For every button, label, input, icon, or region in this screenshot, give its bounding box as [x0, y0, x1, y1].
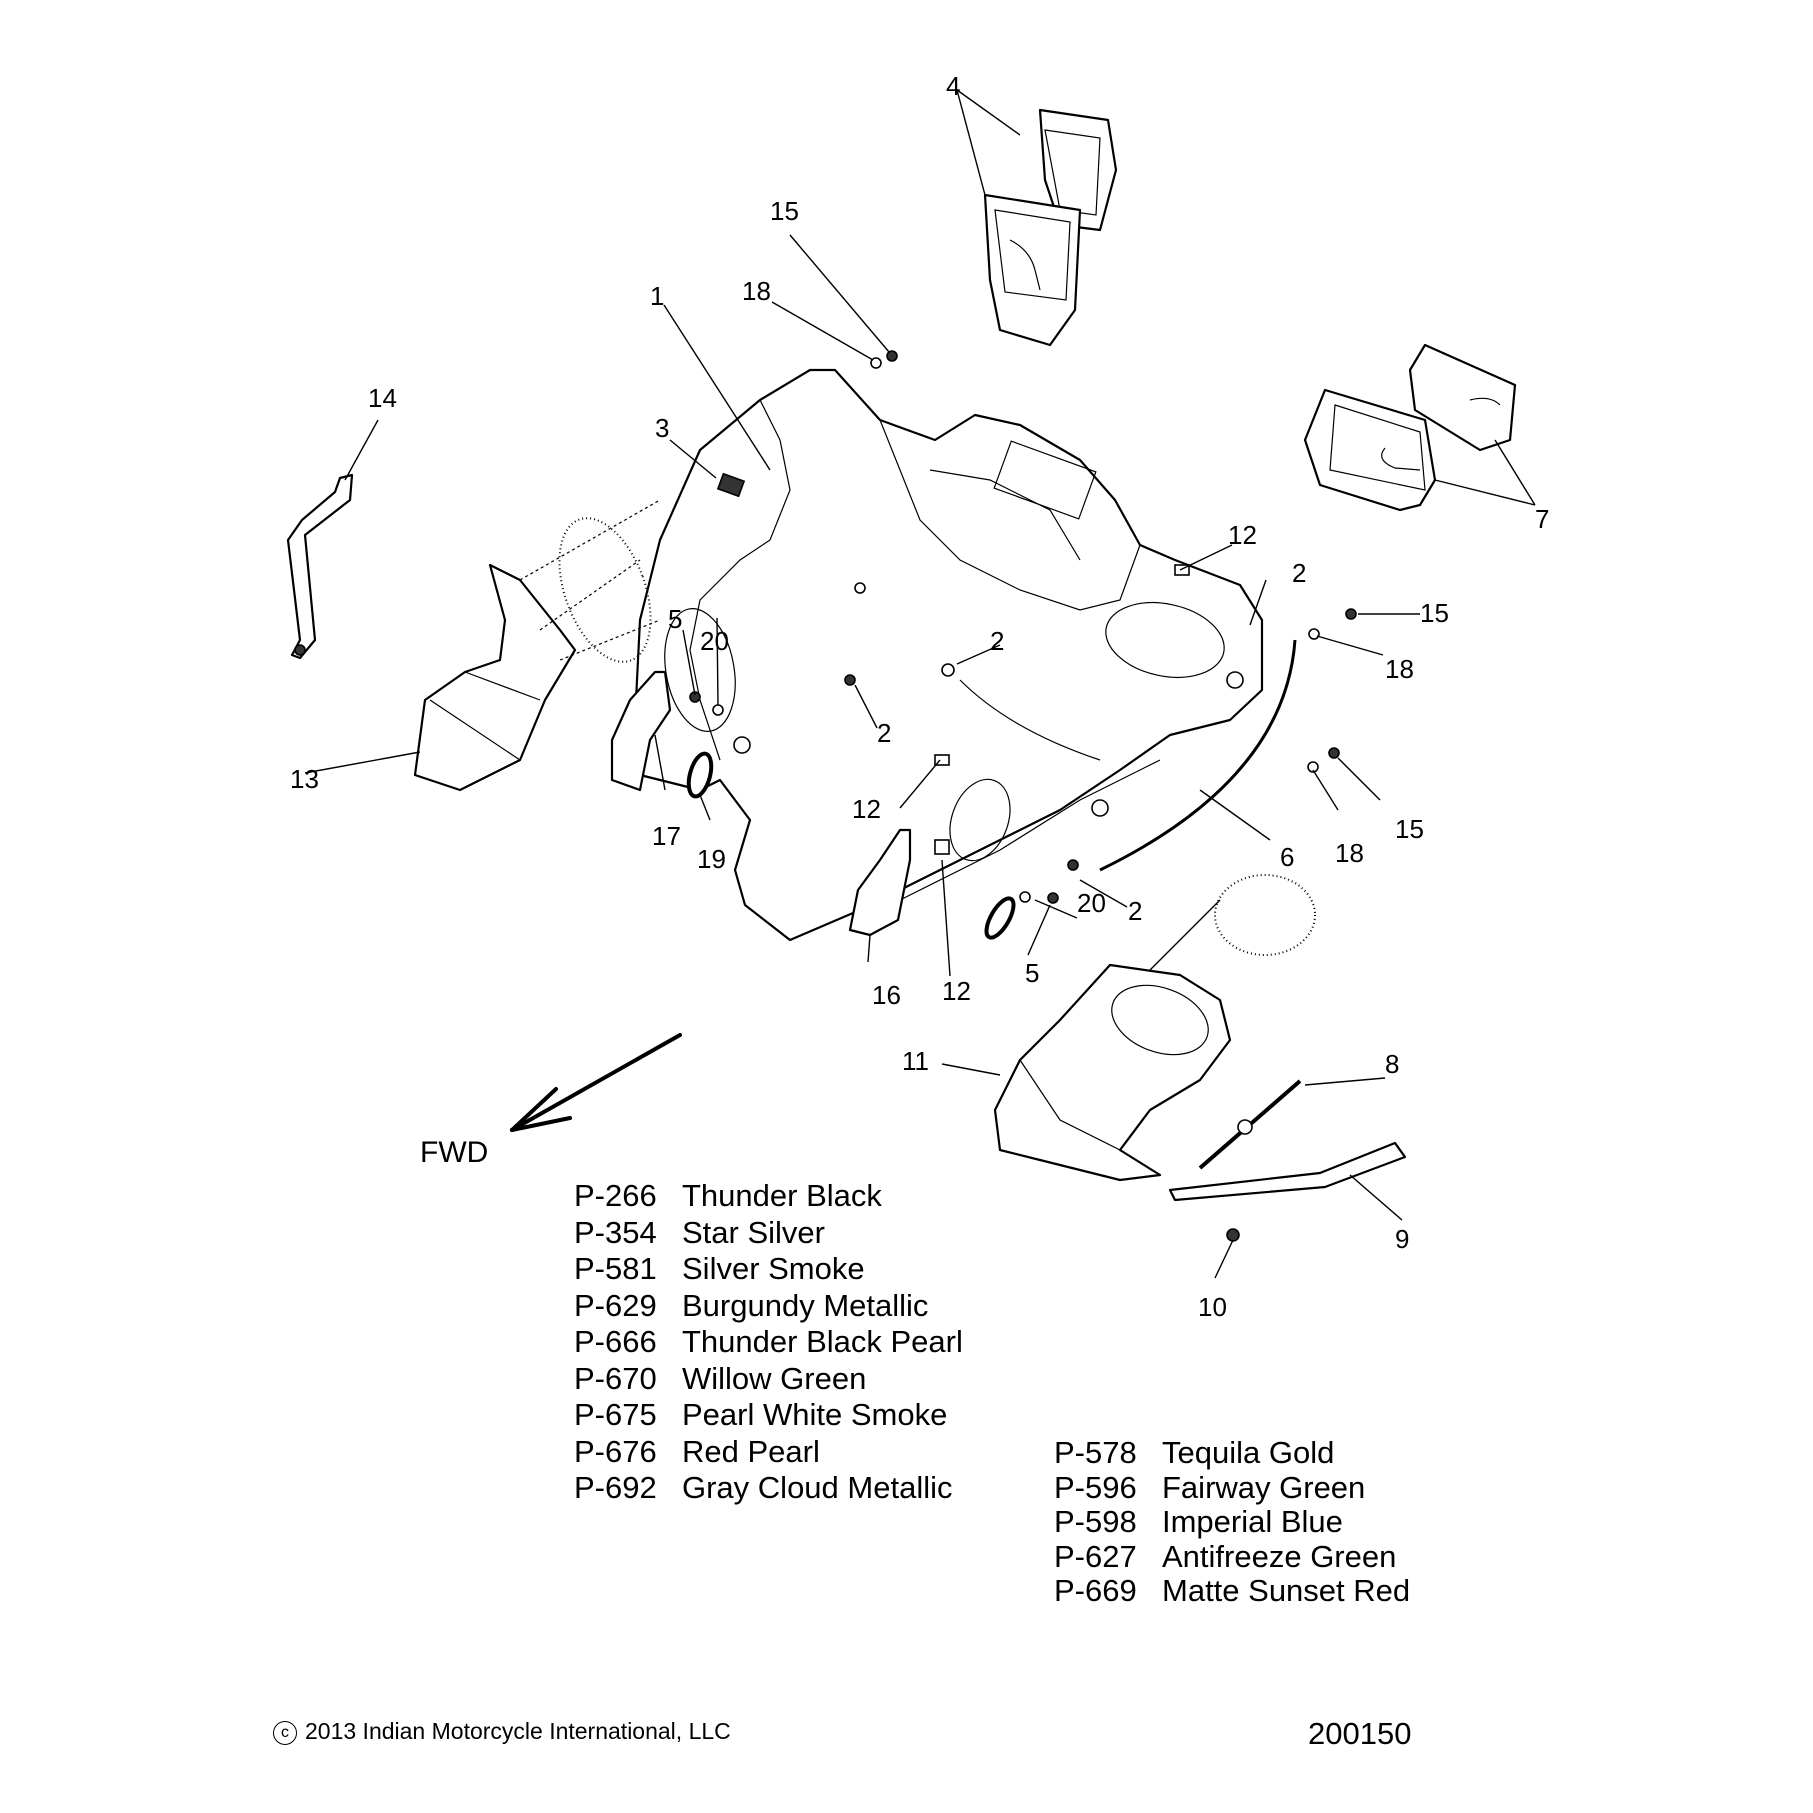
paint-code-row: P-676 Red Pearl — [574, 1434, 963, 1471]
callout-labels: 1 2 2 2 2 3 4 5 5 6 7 8 9 10 11 12 12 12… — [290, 71, 1549, 1322]
paint-name: Fairway Green — [1162, 1469, 1366, 1505]
paint-code: P-629 — [574, 1287, 657, 1323]
paint-code: P-627 — [1054, 1538, 1137, 1574]
callout-7: 7 — [1535, 504, 1549, 534]
paint-code: P-578 — [1054, 1435, 1137, 1470]
paint-name: Tequila Gold — [1162, 1435, 1335, 1470]
copyright-text: 2013 Indian Motorcycle International, LL… — [305, 1718, 731, 1744]
paint-code: P-266 — [574, 1178, 657, 1213]
callout-3: 3 — [655, 413, 669, 443]
callout-2: 2 — [1128, 896, 1142, 926]
callout-18: 18 — [1335, 838, 1364, 868]
callout-1: 1 — [650, 281, 664, 311]
paint-name: Thunder Black Pearl — [682, 1324, 963, 1359]
paint-code: P-676 — [574, 1433, 657, 1469]
callout-20: 20 — [700, 626, 729, 656]
part-19-grommet[interactable] — [685, 751, 716, 799]
callout-15: 15 — [1420, 598, 1449, 628]
callout-18: 18 — [1385, 654, 1414, 684]
callout-16: 16 — [872, 980, 901, 1010]
callout-15: 15 — [1395, 814, 1424, 844]
part-9-brace[interactable] — [1168, 1141, 1407, 1202]
paint-code-list-a: P-266 Thunder Black P-354 Star Silver P-58… — [574, 1178, 963, 1507]
callout-20: 20 — [1077, 888, 1106, 918]
paint-name: Thunder Black — [682, 1178, 882, 1213]
callout-2: 2 — [1292, 558, 1306, 588]
part-17-bezel[interactable] — [610, 670, 672, 792]
paint-name: Burgundy Metallic — [682, 1287, 929, 1323]
paint-code-row: P-675 Pearl White Smoke — [574, 1397, 963, 1434]
callout-10: 10 — [1198, 1292, 1227, 1322]
paint-code: P-354 — [574, 1214, 657, 1250]
callout-5: 5 — [668, 604, 682, 634]
paint-code: P-581 — [574, 1251, 657, 1286]
paint-code: P-670 — [574, 1360, 657, 1396]
callout-11: 11 — [902, 1046, 929, 1076]
paint-code-list-b: P-578 Tequila Gold P-596 Fairway Green P-5… — [1054, 1435, 1411, 1609]
callout-19: 19 — [697, 844, 726, 874]
part-4-cover-pair[interactable] — [983, 108, 1118, 347]
callout-5: 5 — [1025, 958, 1039, 988]
callout-12: 12 — [942, 976, 971, 1006]
copyright-icon: c — [273, 1721, 297, 1745]
callout-14: 14 — [368, 383, 397, 413]
callout-18: 18 — [742, 276, 771, 306]
paint-name: Willow Green — [682, 1360, 867, 1396]
callout-2: 2 — [990, 626, 1004, 656]
part-7-cover-pair[interactable] — [1303, 343, 1517, 512]
paint-code-row: P-692 Gray Cloud Metallic — [574, 1470, 963, 1507]
paint-code-row: P-666 Thunder Black Pearl — [574, 1324, 963, 1361]
paint-code-row: P-598 Imperial Blue — [1054, 1504, 1410, 1540]
callout-8: 8 — [1385, 1049, 1399, 1079]
paint-name: Red Pearl — [682, 1433, 820, 1469]
paint-code-row: P-627 Antifreeze Green — [1054, 1538, 1410, 1575]
paint-code-row: P-669 Matte Sunset Red — [1054, 1573, 1411, 1609]
paint-code-row: P-596 Fairway Green — [1054, 1469, 1410, 1506]
paint-code-row: P-670 Willow Green — [574, 1361, 963, 1398]
paint-code: P-666 — [574, 1324, 657, 1359]
paint-code: P-598 — [1054, 1504, 1137, 1539]
paint-name: Imperial Blue — [1162, 1504, 1343, 1539]
callout-4: 4 — [946, 71, 960, 101]
forward-arrow-icon — [510, 1033, 682, 1132]
copyright-notice: c 2013 Indian Motorcycle International, L… — [273, 1718, 731, 1745]
forward-direction-label: FWD — [420, 1136, 489, 1169]
callout-2: 2 — [877, 718, 891, 748]
paint-code-row: P-581 Silver Smoke — [574, 1251, 963, 1288]
callout-12: 12 — [852, 794, 881, 824]
callout-12: 12 — [1228, 520, 1257, 550]
paint-code-row: P-266 Thunder Black — [574, 1178, 963, 1215]
paint-name: Gray Cloud Metallic — [682, 1470, 953, 1505]
paint-name: Star Silver — [682, 1214, 825, 1250]
figure-number: 200150 — [1308, 1716, 1412, 1751]
paint-code-row: P-578 Tequila Gold — [1054, 1435, 1410, 1471]
paint-code-row: P-354 Star Silver — [574, 1215, 963, 1252]
paint-code: P-692 — [574, 1470, 657, 1505]
paint-code: P-675 — [574, 1397, 657, 1432]
callout-13: 13 — [290, 764, 319, 794]
part-14-bracket[interactable] — [286, 473, 354, 660]
part-13-speaker-pod[interactable] — [413, 499, 668, 792]
paint-code: P-669 — [1054, 1573, 1137, 1608]
callout-6: 6 — [1280, 842, 1294, 872]
callout-15: 15 — [770, 196, 799, 226]
part-19-grommet-lower[interactable] — [981, 894, 1019, 941]
part-8-rod[interactable] — [1198, 1079, 1302, 1170]
paint-code-row: P-629 Burgundy Metallic — [574, 1288, 963, 1325]
callout-9: 9 — [1395, 1224, 1409, 1254]
leader-lines — [304, 89, 1536, 1279]
fastener-hardware — [294, 350, 1357, 1242]
part-6-trim-strip[interactable] — [1099, 639, 1297, 872]
paint-name: Pearl White Smoke — [682, 1397, 948, 1432]
callout-17: 17 — [652, 821, 681, 851]
paint-name: Antifreeze Green — [1162, 1538, 1397, 1574]
paint-code: P-596 — [1054, 1469, 1137, 1505]
part-11-speaker-pod[interactable] — [993, 874, 1316, 1182]
paint-name: Silver Smoke — [682, 1251, 865, 1286]
paint-name: Matte Sunset Red — [1162, 1573, 1411, 1608]
